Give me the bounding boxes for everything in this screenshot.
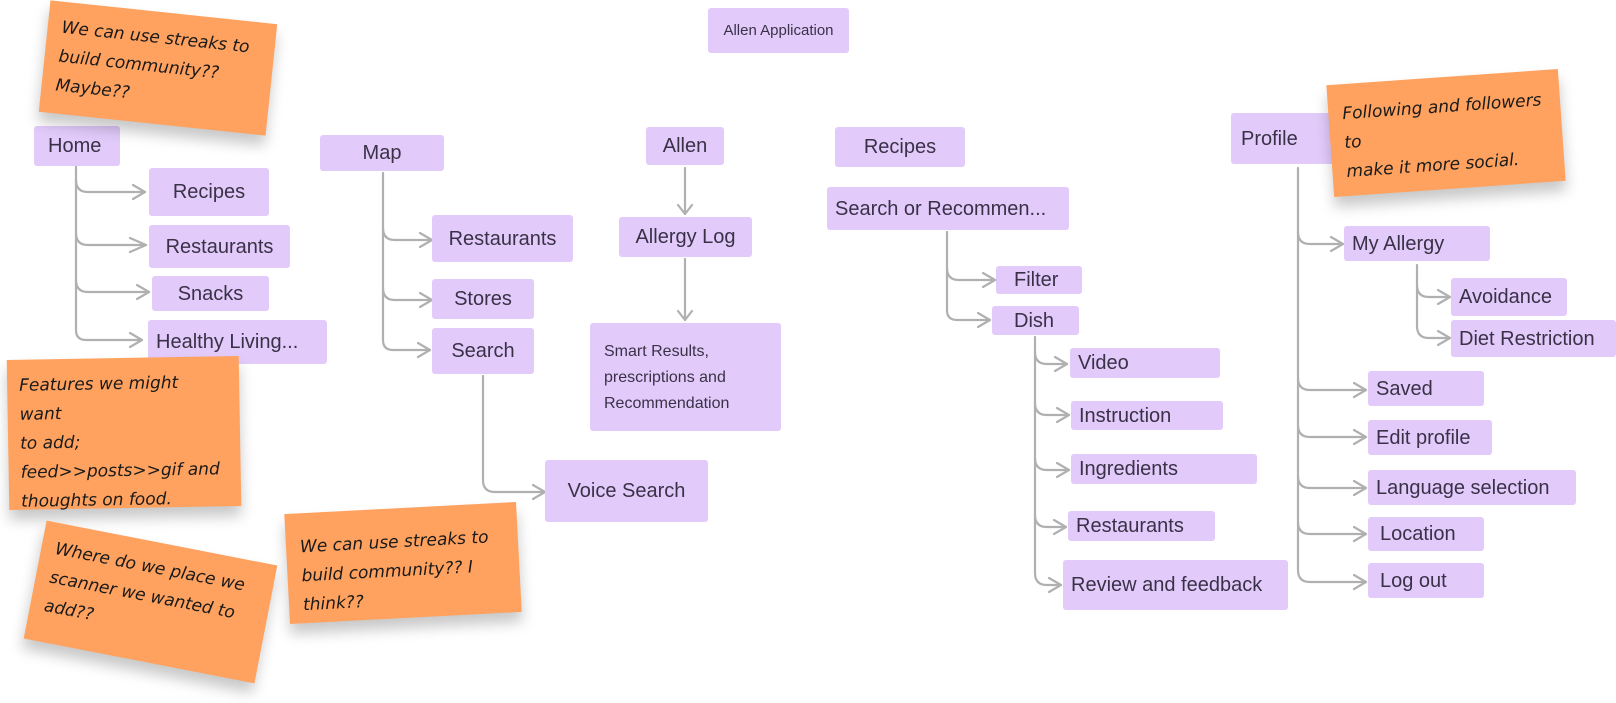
map-restaurants-node[interactable]: Restaurants <box>432 215 573 262</box>
recipes-node[interactable]: Recipes <box>835 127 965 167</box>
log-out-node[interactable]: Log out <box>1368 563 1484 598</box>
search-or-recommend-node[interactable]: Search or Recommen... <box>827 187 1069 230</box>
voice-search-node[interactable]: Voice Search <box>545 460 708 522</box>
map-stores-node[interactable]: Stores <box>432 279 534 319</box>
home-recipes-node[interactable]: Recipes <box>149 168 269 216</box>
home-snacks-node[interactable]: Snacks <box>152 276 269 311</box>
sticky-note-features[interactable]: Features we might want to add; feed>>pos… <box>6 355 242 512</box>
my-allergy-node[interactable]: My Allergy <box>1344 226 1490 261</box>
dish-video-node[interactable]: Video <box>1070 348 1220 378</box>
home-restaurants-node[interactable]: Restaurants <box>149 225 290 268</box>
sticky-note-line: build community?? I think?? <box>301 557 474 616</box>
smart-results-line: Smart Results, <box>604 343 709 360</box>
smart-results-node[interactable]: Smart Results, prescriptions and Recomme… <box>590 323 781 431</box>
saved-node[interactable]: Saved <box>1368 371 1484 406</box>
edit-profile-node[interactable]: Edit profile <box>1368 420 1492 455</box>
smart-results-line: prescriptions and <box>604 369 726 386</box>
avoidance-node[interactable]: Avoidance <box>1451 278 1567 316</box>
page-title: Allen Application <box>708 8 849 53</box>
filter-node[interactable]: Filter <box>996 266 1082 294</box>
location-node[interactable]: Location <box>1368 517 1484 551</box>
sticky-note-followers[interactable]: Following and followers to make it more … <box>1326 69 1566 197</box>
dish-node[interactable]: Dish <box>992 306 1079 335</box>
dish-ingredients-node[interactable]: Ingredients <box>1071 454 1257 484</box>
map-search-node[interactable]: Search <box>432 328 534 374</box>
sticky-note-line: feed>>posts>>gif and <box>20 459 220 483</box>
sticky-note-streaks-maybe[interactable]: We can use streaks to build community?? … <box>38 0 278 136</box>
home-node[interactable]: Home <box>34 126 120 166</box>
sticky-note-line: Features we might want <box>18 373 179 425</box>
smart-results-line: Recommendation <box>604 395 730 412</box>
sticky-note-line: thoughts on food. <box>21 489 173 512</box>
profile-node[interactable]: Profile <box>1231 113 1334 164</box>
diet-restriction-node[interactable]: Diet Restriction <box>1451 320 1616 357</box>
review-feedback-node[interactable]: Review and feedback <box>1063 560 1288 610</box>
dish-instruction-node[interactable]: Instruction <box>1071 401 1223 430</box>
map-node[interactable]: Map <box>320 135 444 171</box>
allergy-log-node[interactable]: Allergy Log <box>619 217 752 257</box>
language-selection-node[interactable]: Language selection <box>1368 470 1576 505</box>
dish-restaurants-node[interactable]: Restaurants <box>1068 511 1215 541</box>
sticky-note-streaks-think[interactable]: We can use streaks to build community?? … <box>284 502 522 624</box>
allen-node[interactable]: Allen <box>646 127 724 165</box>
sticky-note-line: to add; <box>19 432 81 454</box>
